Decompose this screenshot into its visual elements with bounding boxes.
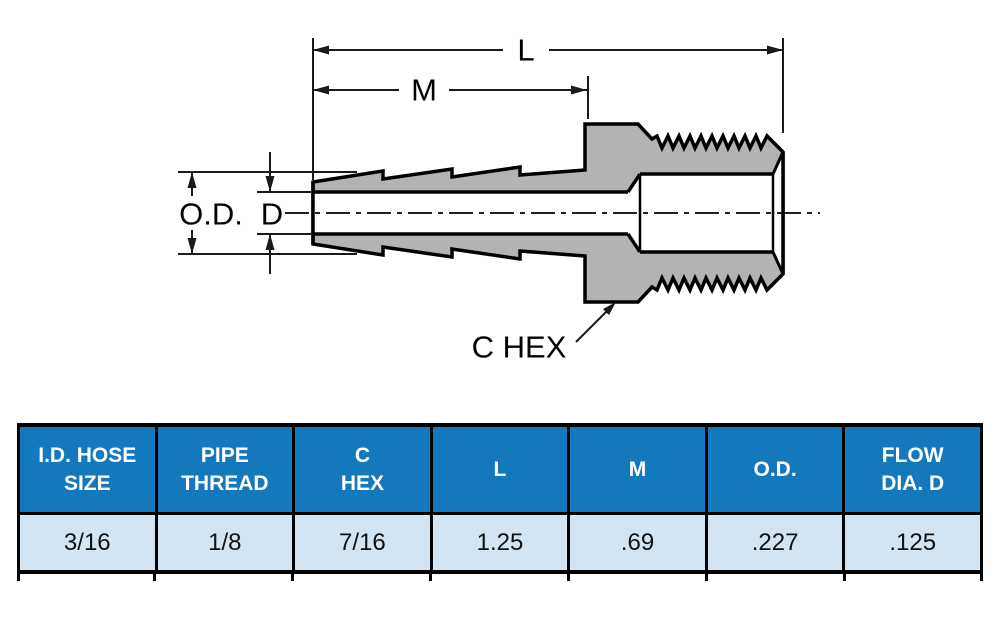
d-arrow-up: [265, 234, 275, 250]
label-c-hex: C HEX: [472, 330, 567, 365]
l-arrow-left: [313, 45, 329, 55]
m-arrow-right: [571, 85, 587, 95]
col-header-pipe-thread: PIPE THREAD: [154, 423, 296, 515]
od-arrow-down: [187, 238, 197, 254]
cell-m: .69: [567, 512, 708, 574]
m-arrow-left: [313, 85, 329, 95]
cell-flow-dia-d: .125: [842, 512, 983, 574]
cell-l: 1.25: [429, 512, 571, 574]
cell-od: .227: [704, 512, 846, 574]
col-header-od: O.D.: [704, 423, 846, 515]
cell-id-hose-size: 3/16: [17, 512, 158, 574]
dimension-l: [312, 38, 784, 180]
spec-table: I.D. HOSE SIZE PIPE THREAD C HEX L M O.D…: [17, 423, 984, 581]
col-header-m: M: [567, 423, 708, 515]
fitting-drawing: L M O.D. D C HEX: [178, 33, 820, 365]
c-hex-leader: [575, 309, 609, 343]
l-arrow-right: [767, 45, 783, 55]
cell-pipe-thread: 1/8: [154, 512, 296, 574]
c-hex-arrow: [603, 302, 616, 315]
cell-c-hex: 7/16: [292, 512, 433, 574]
col-header-flow-dia-d: FLOW DIA. D: [842, 423, 983, 515]
label-m: M: [411, 73, 437, 108]
label-d: D: [261, 197, 283, 232]
spec-table-grid: I.D. HOSE SIZE PIPE THREAD C HEX L M O.D…: [17, 423, 983, 574]
d-arrow-down: [265, 176, 275, 192]
table-row: 3/16 1/8 7/16 1.25 .69 .227 .125: [17, 512, 983, 574]
col-header-c-hex: C HEX: [292, 423, 433, 515]
table-border-ticks: [17, 574, 983, 581]
label-od: O.D.: [179, 197, 243, 232]
label-l: L: [517, 33, 534, 68]
col-header-id-hose-size: I.D. HOSE SIZE: [17, 423, 158, 515]
col-header-l: L: [429, 423, 571, 515]
dimension-m: [313, 76, 589, 119]
header-row: I.D. HOSE SIZE PIPE THREAD C HEX L M O.D…: [17, 423, 983, 515]
od-arrow-up: [187, 172, 197, 188]
